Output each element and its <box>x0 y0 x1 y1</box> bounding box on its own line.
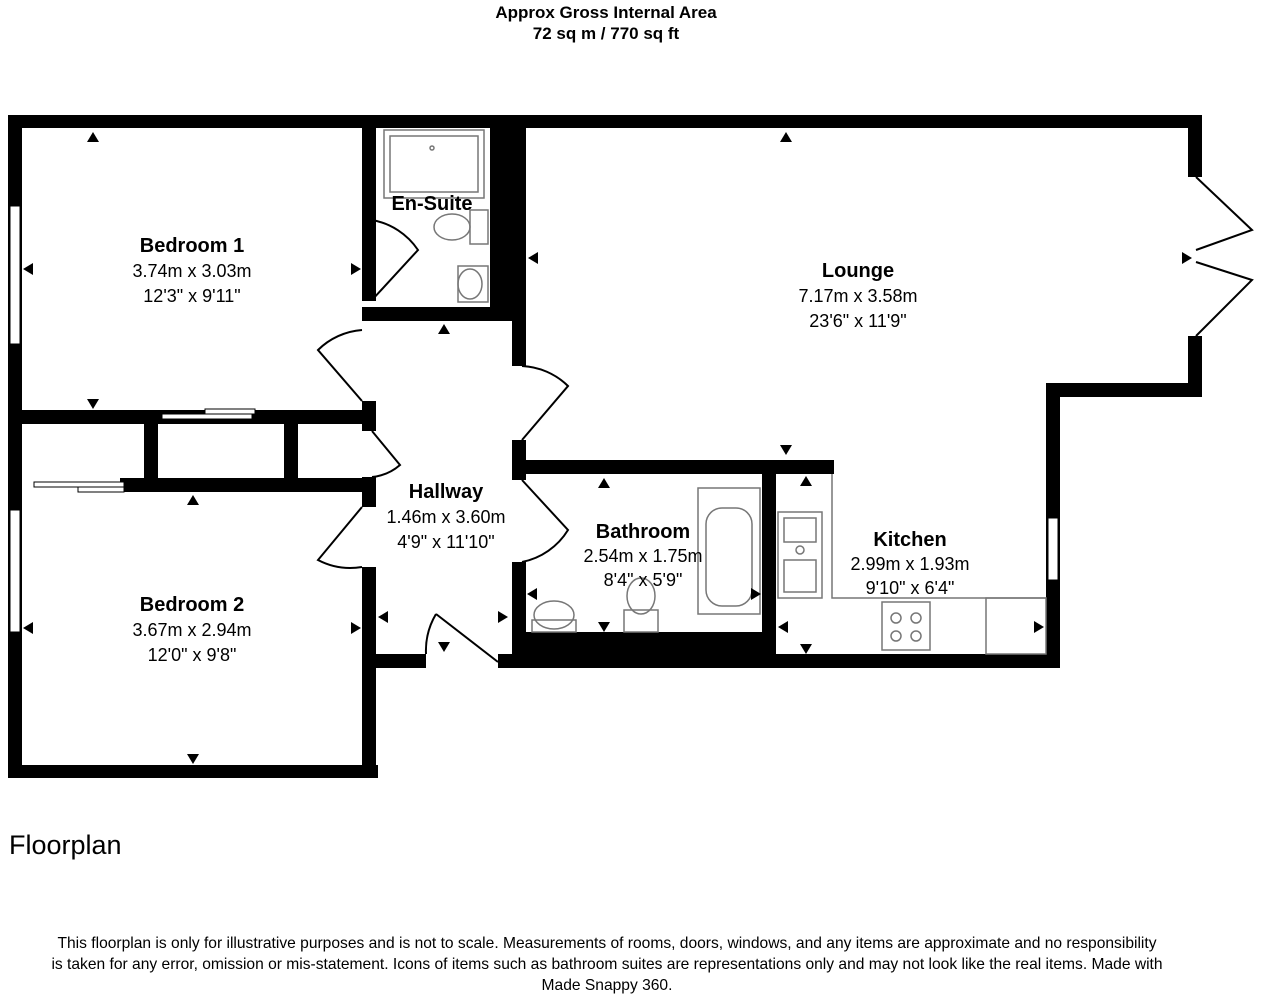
ensuite-name: En-Suite <box>391 193 472 215</box>
kitchen-metric: 2.99m x 1.93m <box>850 554 969 574</box>
bedroom1-imperial: 12'3" x 9'11" <box>143 286 240 306</box>
hallway-name: Hallway <box>409 481 484 503</box>
area-header: Approx Gross Internal Area 72 sq m / 770… <box>0 2 1212 44</box>
fixtures <box>383 129 1047 655</box>
room-labels: Bedroom 1 3.74m x 3.03m 12'3" x 9'11" En… <box>132 193 969 665</box>
door-swings <box>316 176 1254 663</box>
lounge-imperial: 23'6" x 11'9" <box>809 311 906 331</box>
sliding-doors <box>33 408 256 493</box>
section-label: Floorplan <box>9 830 122 860</box>
kitchen-imperial: 9'10" x 6'4" <box>866 578 955 598</box>
arrow-markers <box>23 132 1192 764</box>
hallway-metric: 1.46m x 3.60m <box>386 507 505 527</box>
kitchen-name: Kitchen <box>873 529 946 551</box>
bedroom2-metric: 3.67m x 2.94m <box>132 620 251 640</box>
disclaimer-text: This floorplan is only for illustrative … <box>51 935 1163 994</box>
area-title: Approx Gross Internal Area <box>495 3 717 22</box>
lounge-name: Lounge <box>822 260 894 282</box>
bathroom-name: Bathroom <box>596 521 690 543</box>
windows <box>9 205 1059 633</box>
bedroom1-metric: 3.74m x 3.03m <box>132 261 251 281</box>
area-value: 72 sq m / 770 sq ft <box>532 24 680 43</box>
walls <box>8 115 1202 778</box>
hallway-imperial: 4'9" x 11'10" <box>397 532 494 552</box>
bedroom2-imperial: 12'0" x 9'8" <box>148 645 237 665</box>
lounge-metric: 7.17m x 3.58m <box>798 286 917 306</box>
bedroom1-name: Bedroom 1 <box>140 235 244 257</box>
bathroom-metric: 2.54m x 1.75m <box>583 546 702 566</box>
floorplan-diagram: Bedroom 1 3.74m x 3.03m 12'3" x 9'11" En… <box>8 115 1254 778</box>
bathroom-imperial: 8'4" x 5'9" <box>604 570 683 590</box>
bedroom2-name: Bedroom 2 <box>140 594 244 616</box>
